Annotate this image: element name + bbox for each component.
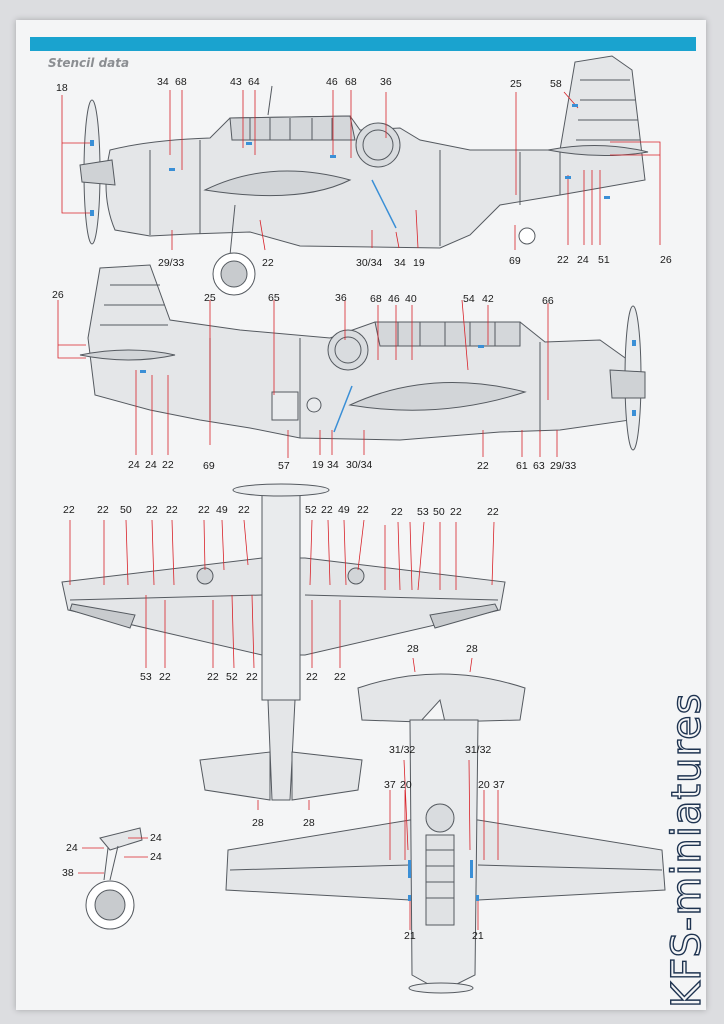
callout-label: 49 [216, 504, 228, 516]
callout-label: 31/32 [389, 744, 416, 756]
callout-label: 34 [157, 76, 169, 88]
callout-label: 68 [175, 76, 187, 88]
callout-label: 68 [370, 293, 382, 305]
callout-label: 20 [478, 779, 490, 791]
side-profile-right [79, 264, 646, 451]
side-profile-left [79, 55, 649, 296]
callout-label: 50 [120, 504, 132, 516]
callout-label: 31/32 [465, 744, 492, 756]
callout-label: 30/34 [346, 459, 373, 471]
callout-label: 22 [63, 504, 75, 516]
top-planform [61, 483, 506, 801]
callout-label: 29/33 [158, 257, 185, 269]
callout-label: 69 [509, 255, 521, 267]
callout-label: 18 [56, 82, 68, 94]
callout-label: 46 [326, 76, 338, 88]
antenna-wire-top [371, 179, 397, 229]
callout-label: 58 [550, 78, 562, 90]
callout-label: 20 [400, 779, 412, 791]
callout-label: 63 [533, 460, 545, 472]
callout-label: 21 [472, 930, 484, 942]
callout-label: 53 [140, 671, 152, 683]
callout-label: 34 [327, 459, 339, 471]
callout-label: 22 [321, 504, 333, 516]
callout-label: 22 [477, 460, 489, 472]
callout-label: 65 [268, 292, 280, 304]
callout-label: 24 [577, 254, 589, 266]
callout-label: 64 [248, 76, 260, 88]
callout-label: 22 [207, 671, 219, 683]
callout-label: 50 [433, 506, 445, 518]
callout-label: 69 [203, 460, 215, 472]
callout-label: 22 [166, 504, 178, 516]
callout-label: 19 [312, 459, 324, 471]
watermark-text: KFS-miniatures [664, 693, 710, 1008]
callout-label: 22 [198, 504, 210, 516]
decal-markers [90, 104, 636, 901]
callout-label: 30/34 [356, 257, 383, 269]
callout-label: 28 [466, 643, 478, 655]
callout-label: 22 [357, 504, 369, 516]
watermark-logo: KFS-miniatures [663, 692, 710, 1009]
callout-label: 36 [380, 76, 392, 88]
callout-label: 24 [145, 459, 157, 471]
callout-label: 22 [262, 257, 274, 269]
callout-label: 42 [482, 293, 494, 305]
callout-label: 22 [146, 504, 158, 516]
callout-label: 36 [335, 292, 347, 304]
callout-label: 22 [391, 506, 403, 518]
callout-label: 26 [52, 289, 64, 301]
callout-label: 52 [305, 504, 317, 516]
callout-label: 53 [417, 506, 429, 518]
callout-label: 54 [463, 293, 475, 305]
callout-label: 22 [97, 504, 109, 516]
callout-label: 22 [246, 671, 258, 683]
callout-label: 24 [66, 842, 78, 854]
callout-label: 25 [204, 292, 216, 304]
callout-label: 24 [150, 832, 162, 844]
antenna-wire-bottom [333, 385, 353, 433]
callout-label: 37 [384, 779, 396, 791]
callout-label: 22 [487, 506, 499, 518]
callout-label: 68 [345, 76, 357, 88]
callout-label: 19 [413, 257, 425, 269]
callout-label: 28 [407, 643, 419, 655]
callout-label: 22 [306, 671, 318, 683]
callout-label: 34 [394, 257, 406, 269]
callout-label: 61 [516, 460, 528, 472]
callout-label: 38 [62, 867, 74, 879]
callout-label: 24 [150, 851, 162, 863]
callout-label: 22 [238, 504, 250, 516]
callout-label: 21 [404, 930, 416, 942]
callout-label: 43 [230, 76, 242, 88]
callout-label: 22 [557, 254, 569, 266]
callout-label: 66 [542, 295, 554, 307]
callout-label: 29/33 [550, 460, 577, 472]
callout-label: 28 [252, 817, 264, 829]
section-title: Stencil data [48, 56, 130, 70]
callout-label: 49 [338, 504, 350, 516]
callout-label: 22 [334, 671, 346, 683]
callout-label: 22 [162, 459, 174, 471]
callout-label: 26 [660, 254, 672, 266]
callout-label: 40 [405, 293, 417, 305]
callout-label: 51 [598, 254, 610, 266]
callout-label: 46 [388, 293, 400, 305]
callout-label: 22 [450, 506, 462, 518]
header-band [30, 37, 696, 51]
callout-label: 52 [226, 671, 238, 683]
callout-label: 28 [303, 817, 315, 829]
callout-label: 25 [510, 78, 522, 90]
callout-label: 24 [128, 459, 140, 471]
landing-gear-detail [85, 827, 143, 930]
underside-planform [225, 673, 666, 994]
callout-leaders [57, 90, 661, 930]
callout-label: 37 [493, 779, 505, 791]
callout-label: 57 [278, 460, 290, 472]
callout-label: 22 [159, 671, 171, 683]
